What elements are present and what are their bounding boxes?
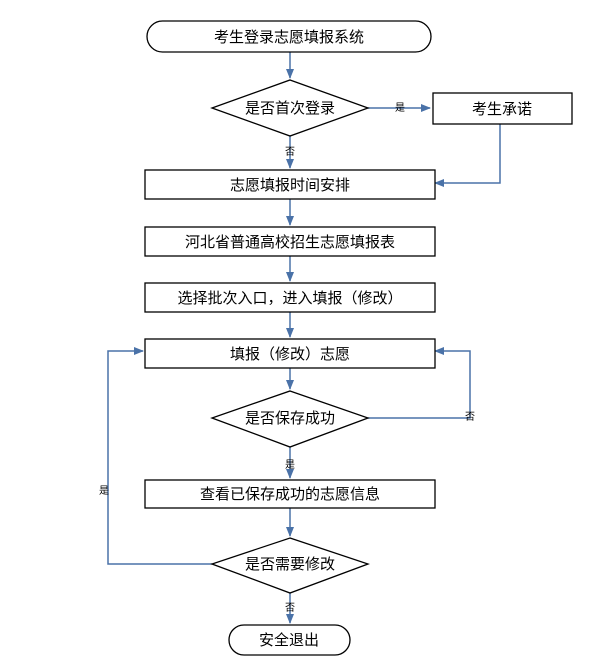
hebei-form-box (144, 226, 436, 257)
first-login-decision (210, 79, 370, 137)
fill-modify-box (144, 338, 436, 369)
node-first-login: 是否首次登录 (210, 79, 370, 137)
edge-label-first-no: 否 (285, 146, 295, 158)
node-need-modify: 是否需要修改 (210, 537, 370, 594)
save-success-label: 是否保存成功 (245, 409, 335, 427)
select-batch-box (144, 282, 436, 313)
node-view-saved: 查看已保存成功的志愿信息 (144, 479, 436, 509)
arrow-commitment-to-schedule (434, 124, 501, 187)
view-saved-box (144, 479, 436, 509)
commitment-box (432, 92, 573, 125)
need-modify-decision (210, 537, 370, 594)
arrow-save-no-loop (368, 347, 471, 419)
arrow-modify-yes-loop (107, 347, 212, 565)
node-schedule: 志愿填报时间安排 (144, 169, 436, 200)
commitment-label: 考生承诺 (472, 100, 532, 118)
connectors (107, 52, 501, 624)
node-fill-modify: 填报（修改）志愿 (144, 338, 436, 369)
edge-label-modify-yes: 是 (99, 485, 109, 497)
schedule-label: 志愿填报时间安排 (230, 176, 350, 194)
node-exit: 安全退出 (228, 624, 351, 656)
edge-label-modify-no: 否 (285, 602, 295, 614)
fill-modify-label: 填报（修改）志愿 (230, 345, 350, 363)
hebei-form-label: 河北省普通高校招生志愿填报表 (185, 233, 395, 251)
edge-label-first-yes: 是 (395, 102, 405, 114)
exit-terminator (228, 624, 351, 656)
node-save-success: 是否保存成功 (210, 390, 370, 448)
edge-label-save-yes: 是 (285, 459, 295, 471)
node-select-batch: 选择批次入口，进入填报（修改） (144, 282, 436, 313)
view-saved-label: 查看已保存成功的志愿信息 (200, 485, 380, 503)
edge-label-save-no: 否 (465, 411, 475, 423)
node-commitment: 考生承诺 (432, 92, 573, 125)
node-start: 考生登录志愿填报系统 (146, 20, 432, 53)
first-login-label: 是否首次登录 (245, 99, 335, 117)
start-terminator (146, 20, 432, 53)
exit-label: 安全退出 (259, 631, 319, 649)
select-batch-label: 选择批次入口，进入填报（修改） (177, 289, 402, 307)
need-modify-label: 是否需要修改 (245, 555, 335, 573)
edge-labels: 是 否 否 是 是 否 (99, 102, 475, 614)
schedule-box (144, 169, 436, 200)
node-hebei-form: 河北省普通高校招生志愿填报表 (144, 226, 436, 257)
start-label: 考生登录志愿填报系统 (214, 28, 364, 46)
save-success-decision (210, 390, 370, 448)
